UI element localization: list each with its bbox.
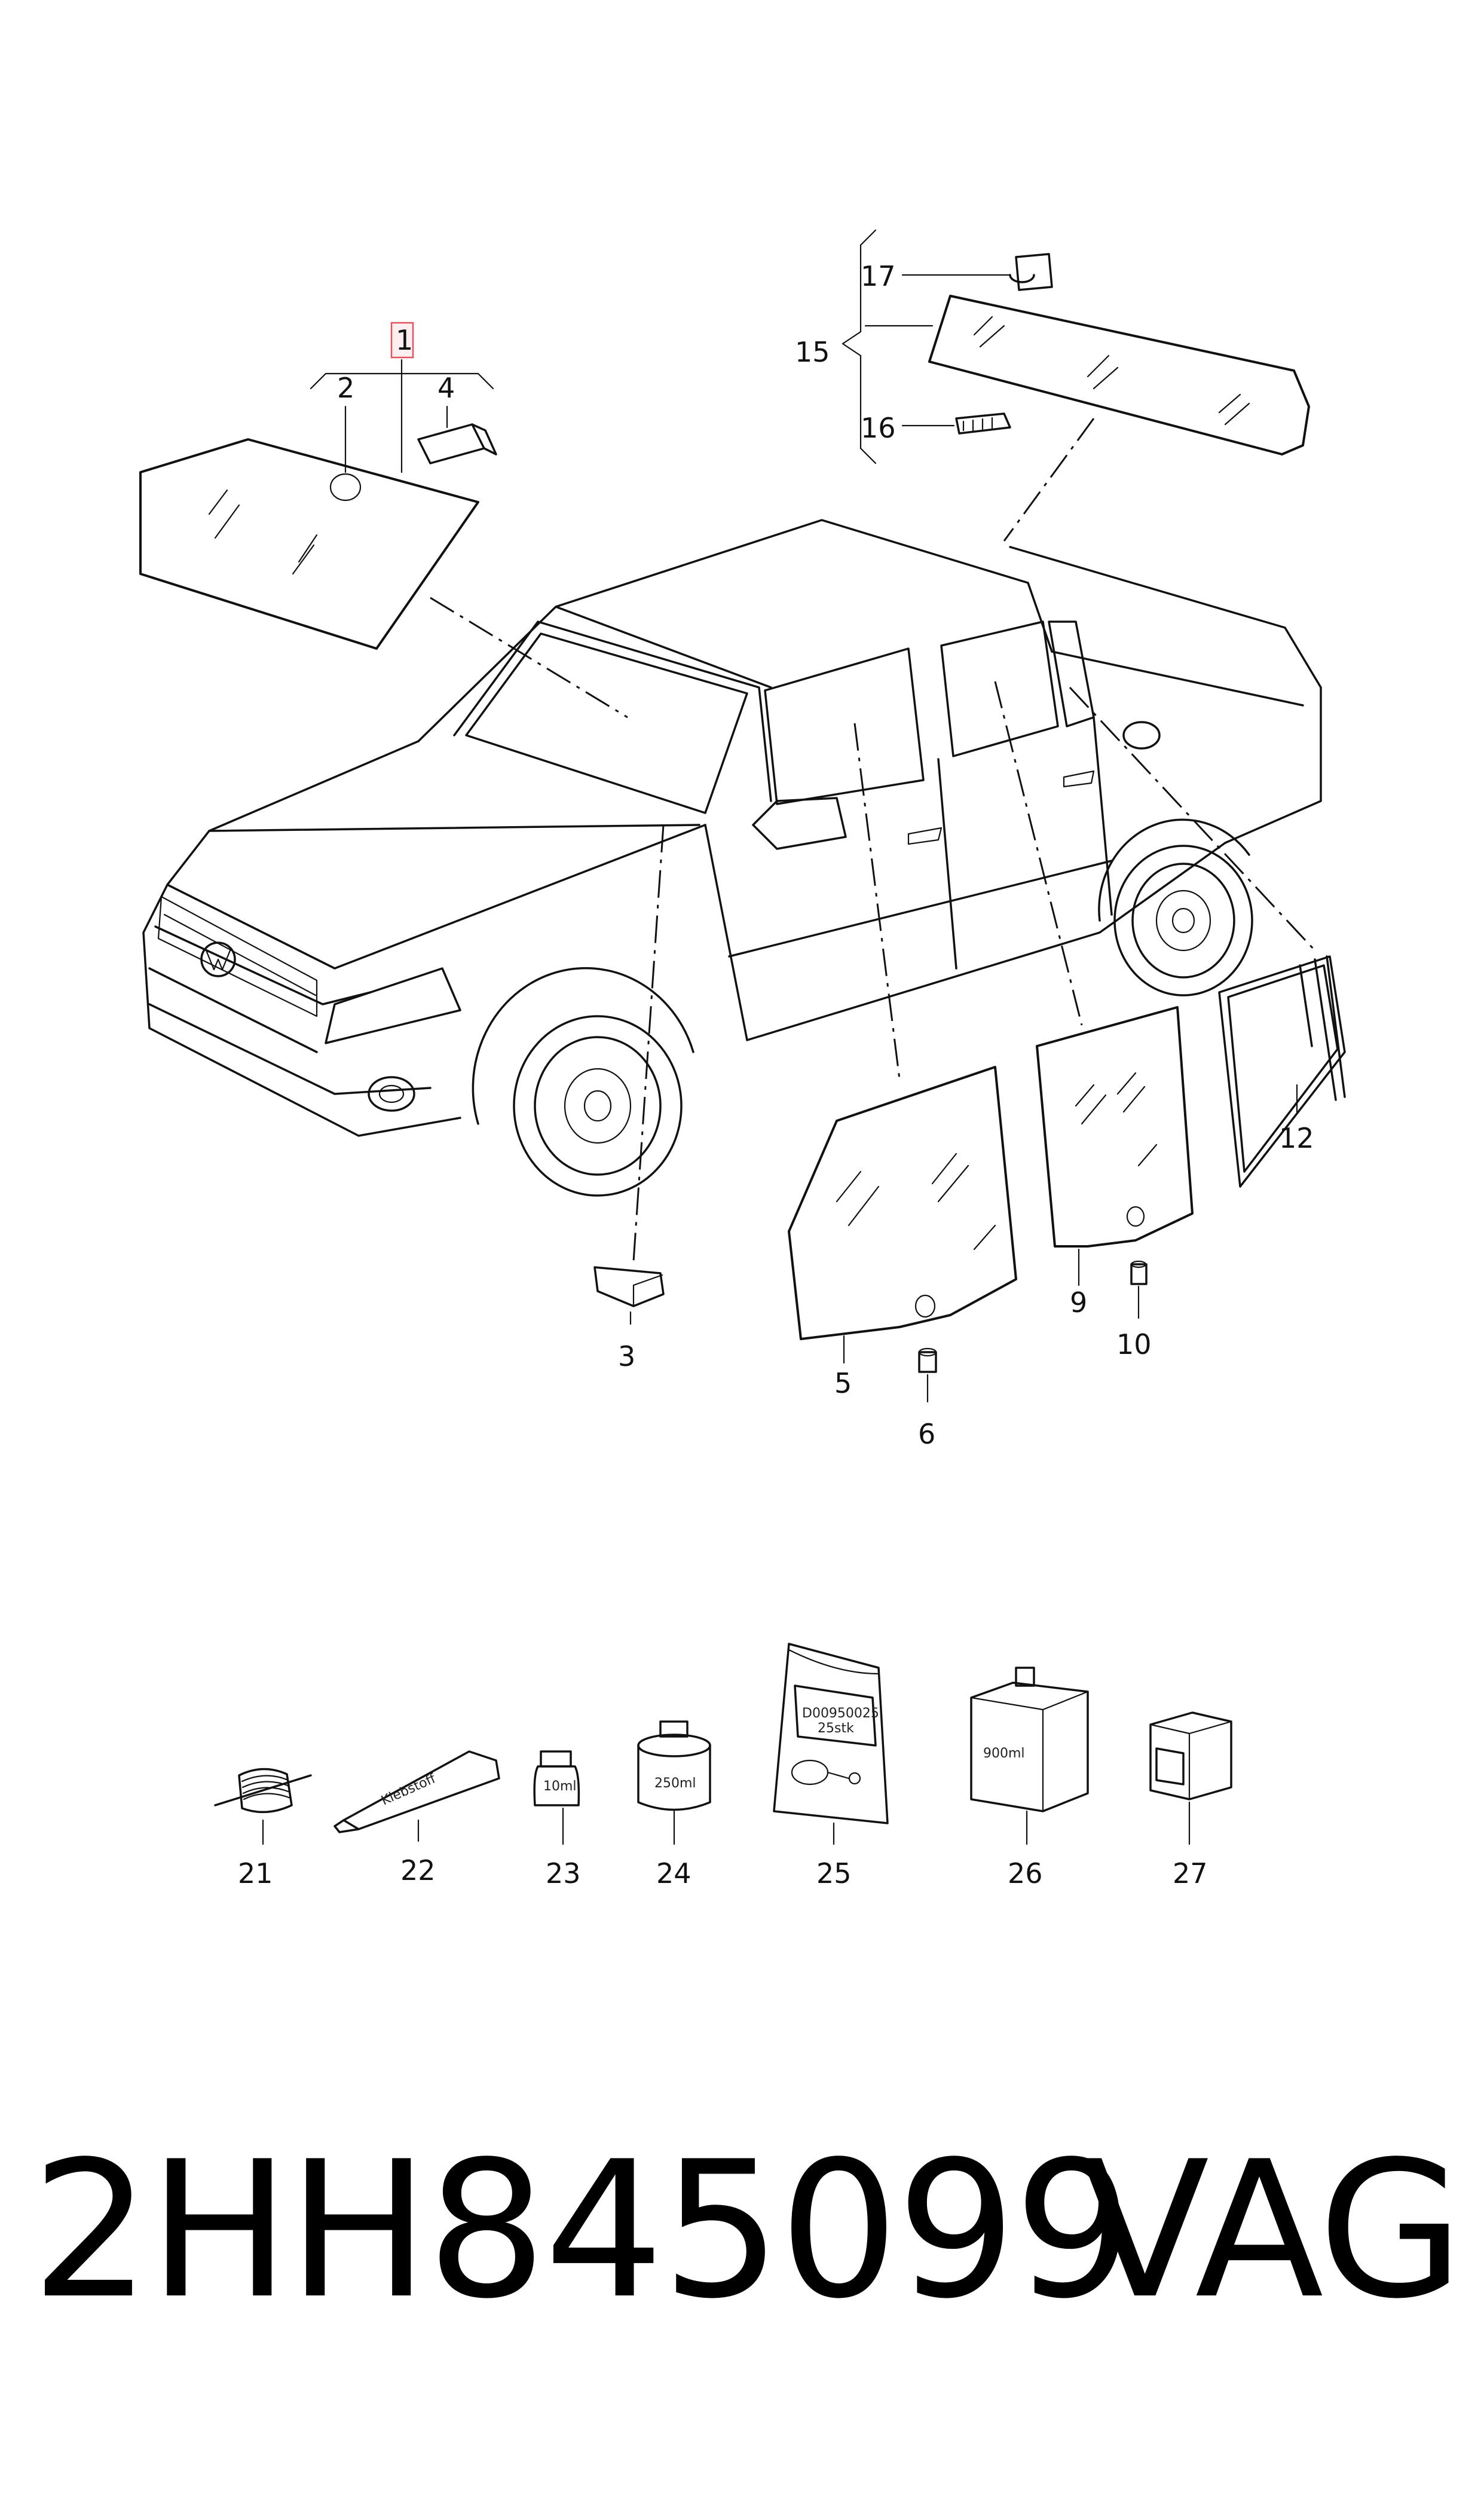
callout-27[interactable]: 27	[1173, 1857, 1208, 1890]
callout-1[interactable]: 1	[396, 324, 413, 356]
part-number-caption: 2HH845099	[31, 2121, 1134, 2340]
consumable-sealing-strip-21	[214, 1768, 312, 1814]
front-door-glass-part-5	[788, 1066, 1017, 1340]
callout-26[interactable]: 26	[1008, 1857, 1043, 1890]
consumable-can-24: 250ml	[637, 1720, 711, 1811]
callout-3[interactable]: 3	[618, 1340, 635, 1372]
clip-part-17	[1009, 253, 1053, 291]
callout-25[interactable]: 25	[816, 1857, 852, 1890]
bag-count: 25stk	[818, 1721, 854, 1736]
consumable-small-box-27	[1149, 1711, 1232, 1800]
leader-lines	[310, 229, 1316, 1403]
callout-17[interactable]: 17	[861, 260, 896, 292]
windshield-glass-part	[139, 438, 479, 650]
highlight-box-part-1	[390, 322, 414, 359]
exploded-glass-diagram: Klebstoff 10ml 250ml D00950025 25stk 900…	[139, 229, 1346, 1890]
quarter-glass-frame-part-12	[1218, 955, 1346, 1188]
consumable-kit-bag-25: D00950025 25stk	[773, 1643, 889, 1824]
consumable-primer-box-26: 900ml	[970, 1667, 1089, 1812]
rear-door-glass-part-9	[1036, 1006, 1194, 1248]
glass-guide-part-10	[1130, 1260, 1148, 1285]
callout-12[interactable]: 12	[1279, 1122, 1314, 1154]
rear-window-glass-part	[928, 295, 1310, 455]
glass-guide-part-6	[918, 1347, 937, 1373]
strip-part-16	[955, 412, 1011, 435]
windshield-clip-part-4	[417, 423, 497, 464]
callout-2[interactable]: 2	[337, 372, 354, 404]
callout-23[interactable]: 23	[546, 1857, 581, 1890]
callout-15[interactable]: 15	[795, 336, 830, 368]
bottle-label: 10ml	[543, 1779, 577, 1794]
consumable-bottle-23: 10ml	[533, 1750, 580, 1806]
callout-24[interactable]: 24	[656, 1857, 691, 1890]
callout-10[interactable]: 10	[1116, 1328, 1152, 1361]
bag-code: D00950025	[802, 1706, 879, 1721]
sensor-pad-2-icon	[329, 473, 362, 502]
callout-4[interactable]: 4	[437, 372, 455, 404]
callout-5[interactable]: 5	[834, 1367, 852, 1399]
callout-9[interactable]: 9	[1070, 1286, 1087, 1319]
consumable-leader-lines	[262, 1801, 1191, 1845]
pickup-truck-drawing	[142, 519, 1322, 1197]
consumable-adhesive-tube-22: Klebstoff	[333, 1750, 500, 1833]
callout-22[interactable]: 22	[400, 1854, 436, 1887]
brand-caption: VAG	[1081, 2121, 1464, 2340]
box-label: 900ml	[983, 1746, 1025, 1761]
callout-6[interactable]: 6	[918, 1418, 935, 1450]
callout-16[interactable]: 16	[861, 412, 896, 444]
can-label: 250ml	[654, 1776, 696, 1791]
callout-21[interactable]: 21	[238, 1857, 273, 1890]
windshield-block-part-3	[593, 1266, 665, 1307]
